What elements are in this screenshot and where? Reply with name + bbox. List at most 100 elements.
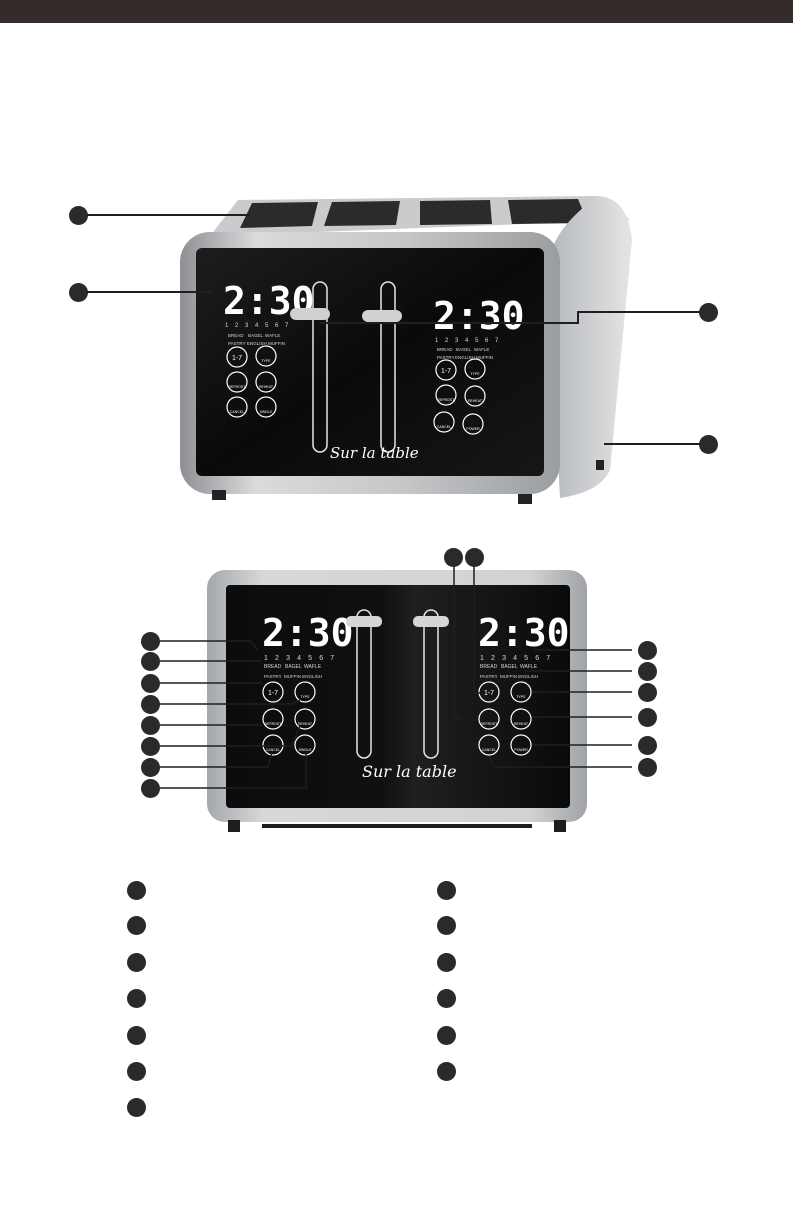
toaster-perspective-illustration: 2:30 1 2 3 4 5 6 7 BREAD BAGEL WAFLE PAS… [180, 196, 632, 504]
front-left-shade-label: 1-7 [268, 690, 278, 697]
left-shade-numbers: 1 2 3 4 5 6 7 [225, 323, 291, 329]
left-cancel-button-label: CANCEL [230, 410, 244, 414]
left-type-wafle: WAFLE [265, 333, 280, 338]
right-power-button-label: POWER [466, 427, 480, 431]
left-reheat-button-label: REHEAT [259, 385, 274, 389]
callout-dot [638, 662, 657, 681]
svg-text:1 2 3 4 5 6 7: 1 2 3 4 5 6 7 [480, 655, 553, 662]
callout-dot [141, 758, 160, 777]
key-dot [127, 953, 146, 972]
callout-dot [141, 779, 160, 798]
callout-dot [141, 695, 160, 714]
toaster-side-panel [548, 196, 632, 498]
leader-line [87, 214, 250, 216]
callout-dot [141, 674, 160, 693]
key-dot [437, 881, 456, 900]
callout-dot [638, 758, 657, 777]
header-bar [0, 0, 793, 23]
toaster-front-illustration: 2:30 1 2 3 4 5 6 7 BREAD BAGEL WAFLE PAS… [159, 566, 632, 832]
key-dot [437, 1062, 456, 1081]
front-left-timer: 2:30 [262, 611, 354, 655]
svg-text:1 2 3 4 5 6 7: 1 2 3 4 5 6 7 [264, 655, 337, 662]
right-cancel-button-label: CANCEL [437, 425, 451, 429]
callout-dot [638, 708, 657, 727]
leader-line [578, 311, 700, 313]
leader-line [604, 443, 700, 445]
front-left-bread: BREAD [264, 664, 282, 670]
right-type-bagel: BAGEL [456, 347, 472, 352]
callout-dot [638, 736, 657, 755]
callout-dot [141, 716, 160, 735]
callout-dot [69, 283, 88, 302]
key-dot [127, 1026, 146, 1045]
right-type-pastry: PASTRY [437, 355, 455, 360]
callout-dot [638, 641, 657, 660]
left-type-button-label: TYPE [261, 359, 271, 363]
front-right-cancel-label: CANCEL [482, 748, 496, 752]
front-right-wafle: WAFLE [520, 664, 538, 670]
right-type-wafle: WAFLE [474, 347, 489, 352]
key-dot [437, 1026, 456, 1045]
front-left-muffin-english: MUFFIN ENGLISH [284, 674, 322, 679]
front-right-muffin-english: MUFFIN ENGLISH [500, 674, 538, 679]
key-dot [127, 881, 146, 900]
front-left-single-label: SINGLE [299, 748, 313, 752]
right-type-bread: BREAD [437, 347, 453, 352]
callout-dot [638, 683, 657, 702]
left-type-row1: BREAD [228, 333, 244, 338]
right-carriage-lever [362, 310, 402, 322]
front-left-type-label: TYPE [300, 695, 310, 699]
leader-line [577, 311, 579, 323]
callout-dot [444, 548, 463, 567]
left-type-bagel: BAGEL [248, 333, 264, 338]
callout-dot [69, 206, 88, 225]
right-shade-button-label: 1-7 [441, 368, 451, 375]
right-reheat-button-label: REHEAT [468, 399, 483, 403]
bread-slots [240, 199, 588, 228]
callout-dot [141, 632, 160, 651]
toaster-glass-panel [196, 248, 544, 476]
right-defrost-button-label: DEFROST [438, 398, 456, 402]
key-dot [437, 953, 456, 972]
front-right-bread: BREAD [480, 664, 498, 670]
front-left-bagel: BAGEL [285, 664, 302, 670]
key-dot [127, 916, 146, 935]
front-left-defrost-label: DEFROST [265, 722, 283, 726]
left-type-english-muffin: ENGLISH MUFFIN [247, 341, 285, 346]
left-carriage-lever [290, 308, 330, 320]
front-right-bagel: BAGEL [501, 664, 518, 670]
callout-dot [141, 652, 160, 671]
right-shade-numbers: 1 2 3 4 5 6 7 [435, 338, 501, 344]
key-dot [127, 989, 146, 1008]
front-right-defrost-label: DEFROST [481, 722, 499, 726]
front-right-type-label: TYPE [516, 695, 526, 699]
left-single-button-label: SINGLE [260, 410, 274, 414]
front-left-reheat-label: REHEAT [298, 722, 313, 726]
key-dot [437, 916, 456, 935]
callout-dot [699, 435, 718, 454]
brand-logo-front: Sur la table [362, 762, 457, 781]
leader-line [87, 291, 212, 293]
front-right-timer: 2:30 [478, 611, 570, 655]
front-right-reheat-label: REHEAT [514, 722, 529, 726]
key-dot [437, 989, 456, 1008]
callout-dot [699, 303, 718, 322]
left-type-pastry: PASTRY [228, 341, 246, 346]
left-shade-button-label: 1-7 [232, 355, 242, 362]
key-dot [127, 1062, 146, 1081]
front-left-wafle: WAFLE [304, 664, 322, 670]
callout-dot [141, 737, 160, 756]
brand-logo-top: Sur la table [330, 444, 419, 462]
right-timer-display: 2:30 [433, 294, 525, 338]
key-dot [127, 1098, 146, 1117]
leader-line [320, 322, 579, 324]
callout-dot [465, 548, 484, 567]
front-right-power-label: POWER [514, 748, 528, 752]
front-right-shade-label: 1-7 [484, 690, 494, 697]
right-type-button-label: TYPE [470, 372, 480, 376]
front-left-cancel-label: CANCEL [266, 748, 280, 752]
front-left-pastry: PASTRY [264, 674, 282, 679]
front-leader-lines [159, 566, 632, 789]
right-type-english-muffin: ENGLISH MUFFIN [455, 355, 493, 360]
front-right-pastry: PASTRY [480, 674, 498, 679]
